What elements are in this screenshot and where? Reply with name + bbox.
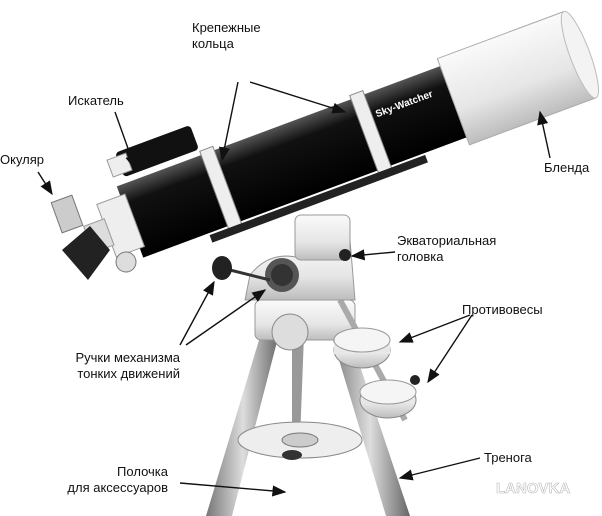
eyepiece xyxy=(50,194,110,280)
counterweights xyxy=(333,298,420,422)
slow-motion-knob xyxy=(212,256,271,282)
accessory-tray xyxy=(237,421,363,460)
label-tripod: Тренога xyxy=(484,450,532,465)
focus-knob xyxy=(115,251,137,273)
label-equatorial-head: Экваториальная головка xyxy=(397,233,496,265)
label-line: кольца xyxy=(192,36,234,51)
label-counterweights: Противовесы xyxy=(462,302,543,317)
label-line: головка xyxy=(397,249,444,264)
tripod xyxy=(206,330,410,516)
label-accessory-tray: Полочка для аксессуаров xyxy=(40,464,168,496)
watermark-logo: LANOVKA xyxy=(496,480,571,498)
label-line: для аксессуаров xyxy=(67,480,168,495)
label-line: Ручки механизма xyxy=(75,350,180,365)
label-eyepiece: Окуляр xyxy=(0,152,45,167)
equatorial-head xyxy=(244,214,356,351)
label-finder: Искатель xyxy=(68,93,124,108)
label-line: Крепежные xyxy=(192,20,261,35)
leader-arrows xyxy=(37,81,551,497)
label-dew-shield: Бленда xyxy=(544,160,590,175)
label-line: Полочка xyxy=(117,464,168,479)
label-mounting-rings: Крепежные кольца xyxy=(192,20,261,52)
label-line: Экваториальная xyxy=(397,233,497,248)
optical-tube: Sky-Watcher xyxy=(82,10,599,258)
label-slow-motion-controls: Ручки механизма тонких движений xyxy=(60,350,180,382)
label-line: тонких движений xyxy=(77,366,180,381)
